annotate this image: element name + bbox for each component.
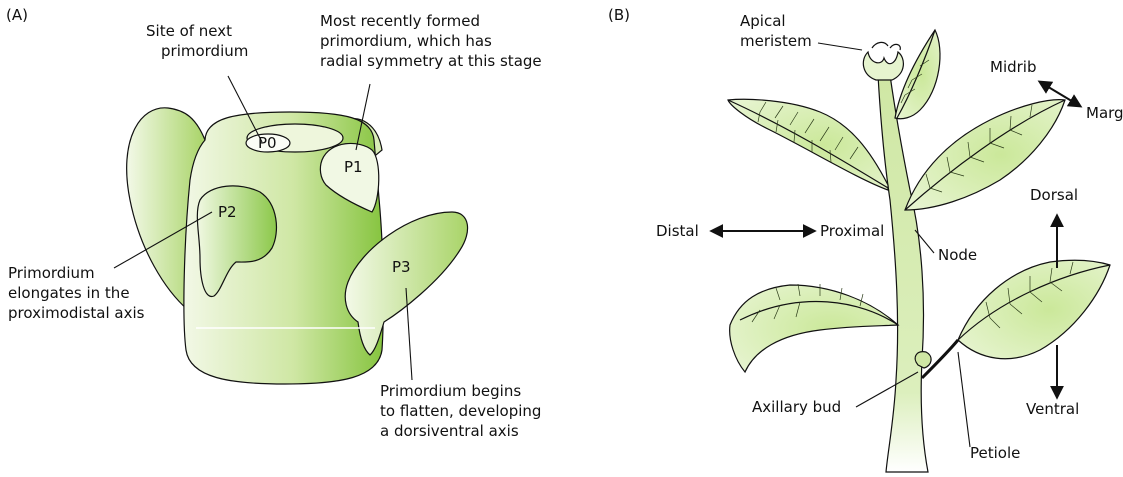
label-apical-1: Apical [740, 12, 786, 30]
label-elongates-3: proximodistal axis [8, 304, 144, 322]
upper-left-leaf [728, 99, 888, 190]
label-node: Node [938, 246, 977, 264]
label-next-site-2: primordium [161, 42, 248, 60]
label-distal: Distal [656, 222, 699, 240]
label-p1: P1 [344, 158, 363, 176]
label-recent-3: radial symmetry at this stage [320, 52, 542, 70]
upper-small-leaf [895, 30, 940, 119]
apical-meristem [863, 52, 903, 80]
label-apical-2: meristem [740, 32, 812, 50]
label-next-site-1: Site of next [146, 22, 232, 40]
label-ventral: Ventral [1026, 400, 1079, 418]
label-flatten-1: Primordium begins [380, 382, 521, 400]
label-dorsal: Dorsal [1030, 186, 1078, 204]
label-flatten-3: a dorsiventral axis [380, 422, 519, 440]
label-margin: Margin [1086, 104, 1123, 122]
label-proximal: Proximal [820, 222, 884, 240]
label-recent-2: primordium, which has [320, 32, 492, 50]
label-p0: P0 [258, 134, 277, 152]
lower-right-leaf [958, 260, 1110, 358]
panel-a-label: (A) [6, 6, 28, 24]
label-p3: P3 [392, 258, 411, 276]
label-axillary-bud: Axillary bud [752, 398, 841, 416]
panel-b-label: (B) [608, 6, 630, 24]
stem [878, 75, 928, 472]
label-elongates-1: Primordium [8, 264, 95, 282]
label-flatten-2: to flatten, developing [380, 402, 541, 420]
label-elongates-2: elongates in the [8, 284, 130, 302]
label-recent-1: Most recently formed [320, 12, 480, 30]
label-midrib: Midrib [990, 58, 1037, 76]
apex-drawing [127, 108, 468, 384]
label-p2: P2 [218, 203, 237, 221]
lower-left-leaf [730, 285, 898, 372]
label-petiole: Petiole [970, 444, 1020, 462]
